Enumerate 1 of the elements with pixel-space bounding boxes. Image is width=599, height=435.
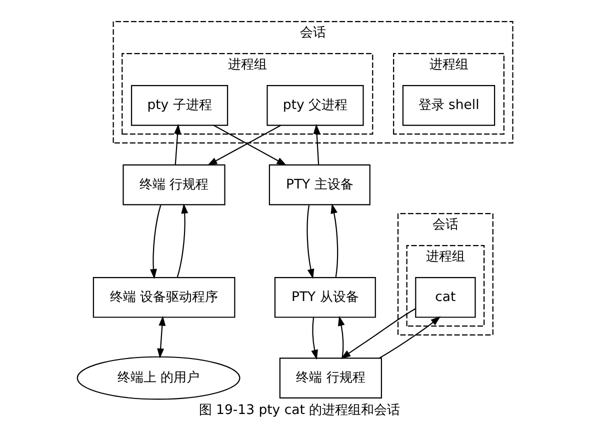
caption: 图 19-13 pty cat 的进程组和会话	[198, 403, 400, 418]
